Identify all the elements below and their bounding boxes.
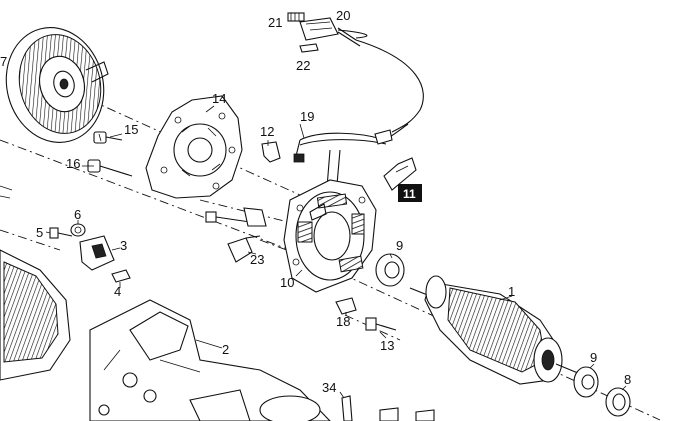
part-clip-18 (335, 297, 357, 315)
label-part-13: 13 (380, 338, 394, 353)
part-field-stack (0, 185, 71, 381)
part-washer-8 (605, 387, 631, 417)
part-terminal-22 (299, 43, 319, 53)
label-part-23: 23 (250, 252, 264, 267)
label-part-5: 5 (36, 225, 43, 240)
part-armature-1 (409, 275, 591, 385)
label-part-9a: 9 (396, 238, 403, 253)
label-part-7: 7 (0, 54, 7, 69)
part-screw-13 (365, 317, 397, 331)
label-part-18: 18 (336, 314, 350, 329)
label-part-2: 2 (222, 342, 229, 357)
label-part-19: 19 (300, 109, 314, 124)
part-screw-16 (87, 159, 133, 177)
part-clip-12 (261, 141, 281, 163)
part-terminal-21 (287, 12, 305, 22)
label-part-34: 34 (322, 380, 336, 395)
leader-lines (45, 105, 627, 399)
callout-label: 11 (403, 187, 416, 201)
part-connector-20 (299, 17, 424, 133)
part-labels: 1 2 3 4 5 6 7 8 9 9 10 12 13 14 15 16 18… (0, 8, 631, 395)
label-part-1: 1 (508, 284, 515, 299)
label-part-20: 20 (336, 8, 350, 23)
label-part-8: 8 (624, 372, 631, 387)
part-end-plate (145, 95, 243, 199)
label-part-6: 6 (74, 207, 81, 222)
part-brush-holder-3 (79, 235, 115, 271)
label-part-12: 12 (260, 124, 274, 139)
label-part-14: 14 (212, 91, 226, 106)
part-clamp-23 (227, 235, 261, 263)
part-screw-15 (93, 131, 123, 144)
label-part-15: 15 (124, 122, 138, 137)
label-part-4: 4 (114, 284, 121, 299)
label-part-22: 22 (296, 58, 310, 73)
part-bolt-stator (205, 207, 267, 227)
part-stator-housing-10 (283, 179, 377, 293)
part-34 (341, 395, 435, 421)
callout-box (398, 184, 422, 202)
part-bearing-9b (573, 366, 599, 398)
label-part-10: 10 (280, 275, 294, 290)
part-fan-flywheel (5, 27, 109, 143)
label-part-3: 3 (120, 238, 127, 253)
part-spring-4 (111, 269, 131, 283)
part-gear-housing-2 (89, 299, 331, 421)
part-nut-6 (70, 223, 86, 237)
callout-11: 11 (398, 184, 422, 202)
part-bracket-11 (383, 157, 417, 191)
part-bearing-9a (375, 253, 405, 287)
part-screw-5 (49, 227, 73, 239)
label-part-21: 21 (268, 15, 282, 30)
label-part-9b: 9 (590, 350, 597, 365)
label-part-16: 16 (66, 156, 80, 171)
